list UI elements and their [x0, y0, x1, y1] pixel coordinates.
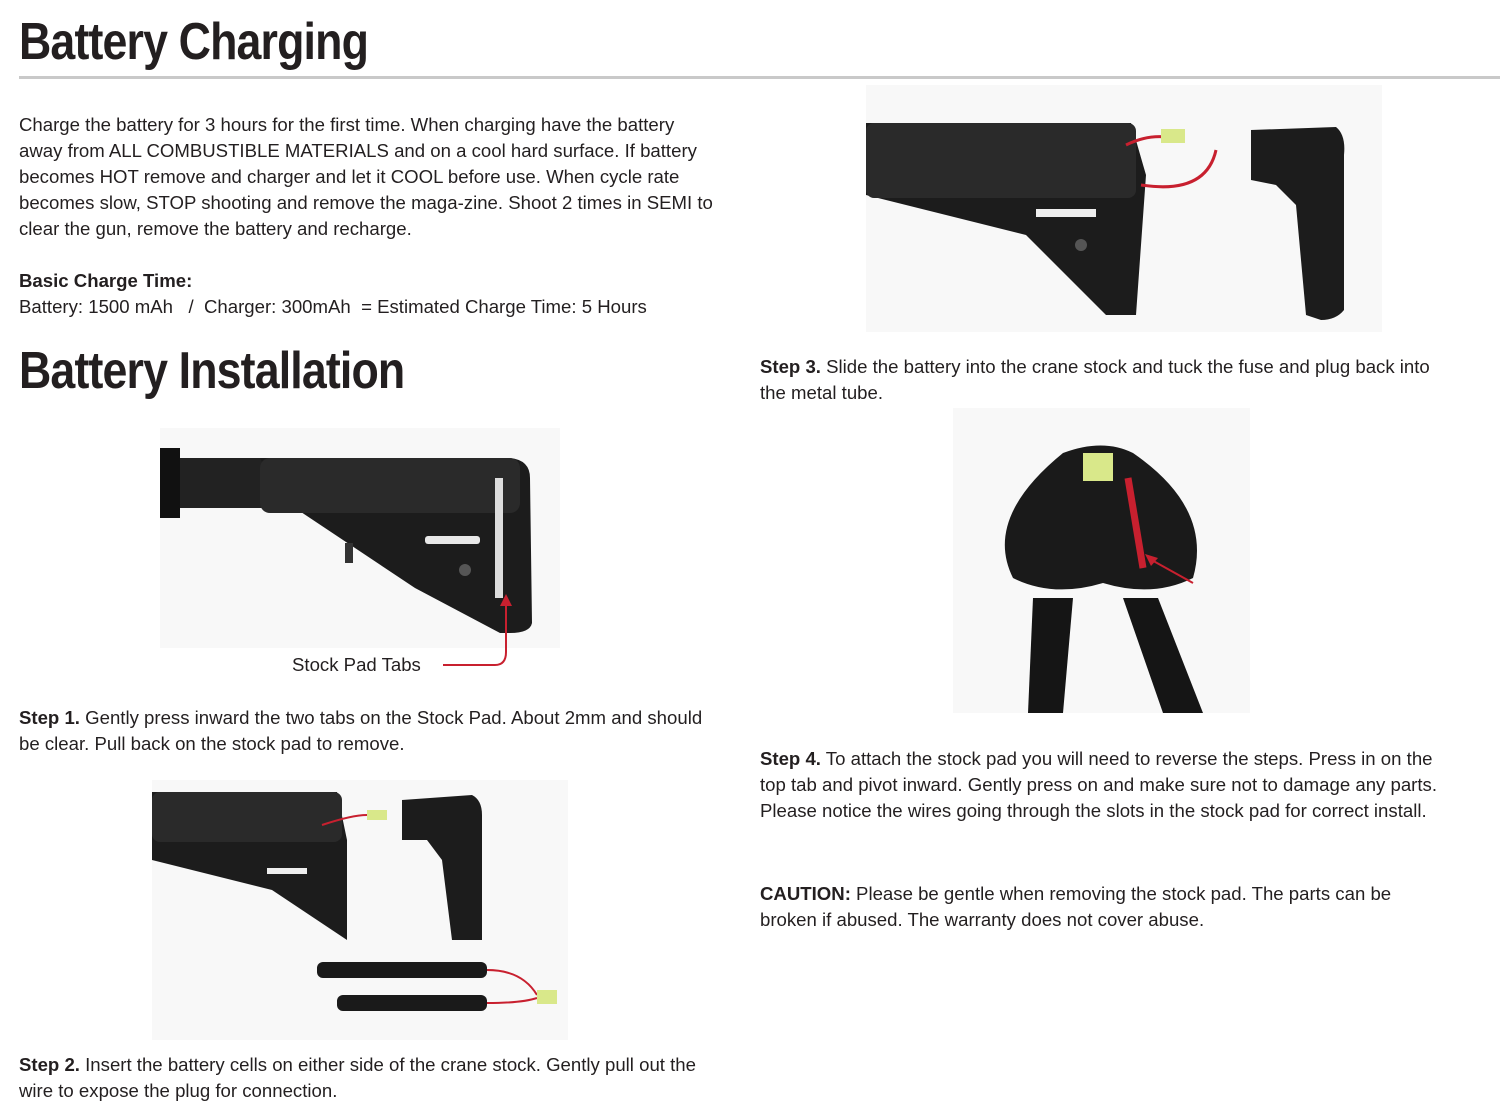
battery-photo-step2 — [152, 780, 568, 1040]
caution-note: CAUTION: Please be gentle when removing … — [760, 881, 1450, 933]
step-2-label: Step 2. — [19, 1054, 80, 1075]
section-title-charging: Battery Charging — [19, 13, 369, 71]
caution-label: CAUTION: — [760, 883, 851, 904]
caution-text: Please be gentle when removing the stock… — [760, 883, 1392, 930]
caption-arrow-icon — [443, 594, 512, 666]
step-1: Step 1. Gently press inward the two tabs… — [19, 705, 709, 757]
step-3-label: Step 3. — [760, 356, 821, 377]
divider — [19, 76, 1500, 79]
basic-charge-value: Battery: 1500 mAh / Charger: 300mAh = Es… — [19, 296, 647, 317]
step-4: Step 4. To attach the stock pad you will… — [760, 746, 1440, 824]
stock-photo-step1 — [160, 428, 560, 648]
step-2: Step 2. Insert the battery cells on eith… — [19, 1052, 709, 1104]
stock-photo-step3 — [866, 85, 1382, 332]
charging-paragraph: Charge the battery for 3 hours for the f… — [19, 114, 713, 239]
stock-pad-photo-step4 — [953, 408, 1250, 713]
step-2-text: Insert the battery cells on either side … — [19, 1054, 696, 1101]
step-1-text: Gently press inward the two tabs on the … — [19, 707, 703, 754]
step-4-text: To attach the stock pad you will need to… — [760, 748, 1438, 821]
stock-pad-tabs-caption: Stock Pad Tabs — [292, 654, 421, 675]
basic-charge-label: Basic Charge Time: — [19, 270, 193, 291]
step-3: Step 3. Slide the battery into the crane… — [760, 354, 1430, 406]
section-title-installation: Battery Installation — [19, 342, 405, 400]
step-1-label: Step 1. — [19, 707, 80, 728]
step-4-label: Step 4. — [760, 748, 821, 769]
step-3-text: Slide the battery into the crane stock a… — [760, 356, 1430, 403]
